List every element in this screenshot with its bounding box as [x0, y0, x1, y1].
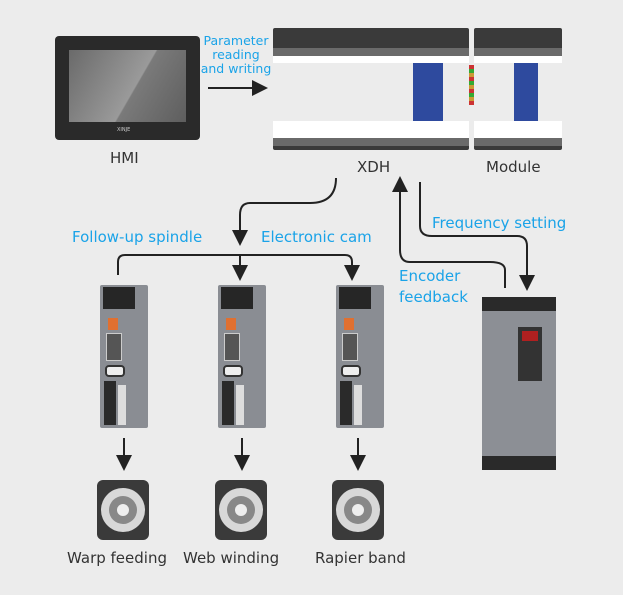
servo-drive-1	[100, 285, 148, 428]
hmi-label: HMI	[110, 149, 139, 167]
motor-label-web-winding: Web winding	[183, 549, 280, 567]
servo-drive-2	[218, 285, 266, 428]
hmi-device: XINJE	[55, 36, 200, 140]
servo-drive-3	[336, 285, 384, 428]
servo-motor-1	[97, 480, 149, 540]
expansion-module	[474, 28, 562, 150]
hmi-logo: XINJE	[117, 127, 131, 133]
xdh-plc	[273, 28, 469, 150]
servo-motor-3	[332, 480, 384, 540]
module-label: Module	[486, 158, 541, 176]
inverter	[482, 297, 556, 470]
motor-label-warp-feeding: Warp feeding	[67, 549, 167, 567]
electronic-cam-label: Electronic cam	[261, 228, 372, 246]
param-rw-label: Parameter reading and writing	[200, 33, 272, 76]
follow-up-spindle-label: Follow-up spindle	[72, 228, 203, 246]
encoder-feedback-label: Encoder feedback	[399, 267, 468, 306]
motor-label-rapier-band: Rapier band	[315, 549, 406, 567]
xdh-label: XDH	[357, 158, 391, 176]
servo-motor-2	[215, 480, 267, 540]
frequency-setting-label: Frequency setting	[432, 214, 567, 232]
module-connector	[469, 65, 474, 105]
